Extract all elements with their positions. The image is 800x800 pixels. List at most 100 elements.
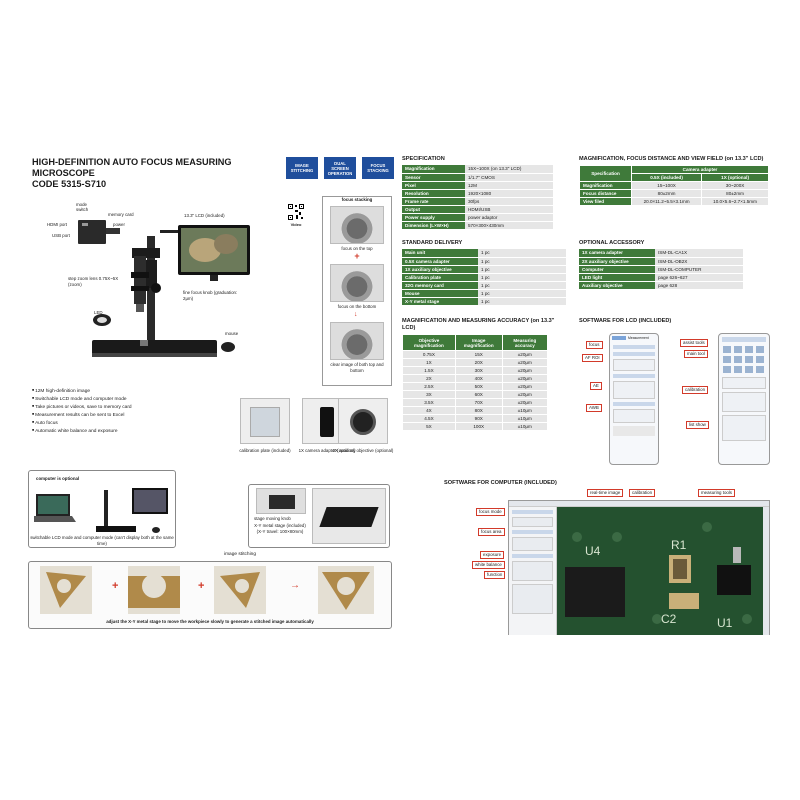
label-pc-calibration: calibration [629,489,656,497]
microscope-drawing [78,220,250,357]
title-line-1: HIGH-DEFINITION AUTO FOCUS MEASURING MIC… [32,157,232,178]
label-exposure: exposure [480,551,505,559]
pcb-label-c2: C2 [661,612,677,626]
calibration-plate-image [240,398,290,444]
focus-stacking-heading: focus stacking [341,197,373,202]
page-title: HIGH-DEFINITION AUTO FOCUS MEASURING MIC… [32,157,292,190]
label-real-time-image: real-time image [587,489,624,497]
label-measuring-tools: measuring tools [698,489,735,497]
label-function: function [484,571,506,579]
caption-focus-bottom: focus on the bottom [337,304,377,309]
mag-table: Specification Camera adapter 0.5X (inclu… [579,165,769,206]
stage-image [312,488,386,544]
product-illustration [30,190,280,365]
computer-box-caption: switchable LCD mode and computer mode (c… [30,535,174,546]
pcb-label-u4: U4 [585,544,601,558]
badge-focus-stacking: FOCUS STACKING [362,157,394,179]
computer-box-title: computer is optional [36,476,80,481]
feature-item: Switchable LCD mode and computer mode [32,395,212,403]
label-focus-area: focus area [478,528,505,536]
label-fine-focus: fine focus knob (graduation: 2μm) [183,290,238,301]
label-assist-tools: assist tools [680,339,708,347]
pcb-live-image: U4 R1 C2 U1 [557,507,765,635]
label-list-show: list show [686,421,709,429]
label-white-balance: white balance [472,561,505,569]
stitch-result [318,566,374,614]
stitch-piece-2 [128,566,180,614]
label-calibration: calibration [682,386,709,394]
focus-clear-image [330,322,384,360]
focus-bottom-image [330,264,384,302]
plus-sign: + [354,251,360,261]
optional-heading: OPTIONAL ACCESSORY [579,240,645,246]
feature-list: 12M high-definition image Switchable LCD… [32,387,212,435]
stitch-plus-2: + [198,580,205,592]
label-focus: focus [586,341,603,349]
software-pc-heading: SOFTWARE FOR COMPUTER (INCLUDED) [444,480,557,486]
label-led: LED [94,310,103,315]
accuracy-table: Objective magnification Image magnificat… [402,334,549,431]
qr-label: Video [290,222,302,227]
caption-focus-top: focus on the top [341,246,373,251]
stitch-piece-1 [40,566,92,614]
feature-item: Measurement results can be sent to Excel [32,411,212,419]
caption-aux-objective: 2X auxiliary objective (optional) [332,448,394,453]
delivery-heading: STANDARD DELIVERY [402,240,463,246]
label-focus-mode: focus mode [476,508,505,516]
label-main-tool: main tool [684,350,708,358]
feature-item: Auto focus [32,419,212,427]
label-mouse: mouse [225,331,239,336]
computer-optional-box [28,470,176,548]
stitching-heading: image stitching [224,552,256,557]
stitch-arrow-icon: → [290,580,300,591]
feature-item: Take pictures or videos, save to memory … [32,403,212,411]
accuracy-heading: MAGNIFICATION AND MEASURING ACCURACY (on… [402,318,555,331]
label-af-roi: AF ROI [582,354,603,362]
down-arrow-icon: ↓ [354,311,358,318]
stitching-caption: adjust the X-Y metal stage to move the w… [106,619,314,624]
qr-code[interactable] [287,203,305,221]
badge-image-stitching: IMAGE STITCHING [286,157,318,179]
pc-software-window: U4 R1 C2 U1 [508,500,770,635]
table-row: Dimension (L×W×H)570×300×430mm [402,221,553,230]
badge-dual-screen: DUAL SCREEN OPERATION [324,157,356,179]
label-awb: AWB [586,404,602,412]
table-header-row: Objective magnification Image magnificat… [402,334,549,351]
lcd-software-panel-left: Measurement [609,333,659,465]
label-lcd: 13.3" LCD (included) [184,213,225,218]
pcb-label-r1: R1 [671,538,687,552]
aux-objective-image [338,398,388,444]
label-hdmi-port: HDMI port [47,222,68,227]
stage-box [248,484,390,548]
stitch-plus-1: + [112,580,119,592]
caption-calibration-plate: calibration plate (included) [239,448,291,453]
mag-heading: MAGNIFICATION, FOCUS DISTANCE AND VIEW F… [579,156,764,162]
caption-camera-adapter: 1X camera adapter (optional) [298,448,356,453]
label-zoom-lens: step zoom lens 0.75X~5X (zoom) [68,276,119,287]
